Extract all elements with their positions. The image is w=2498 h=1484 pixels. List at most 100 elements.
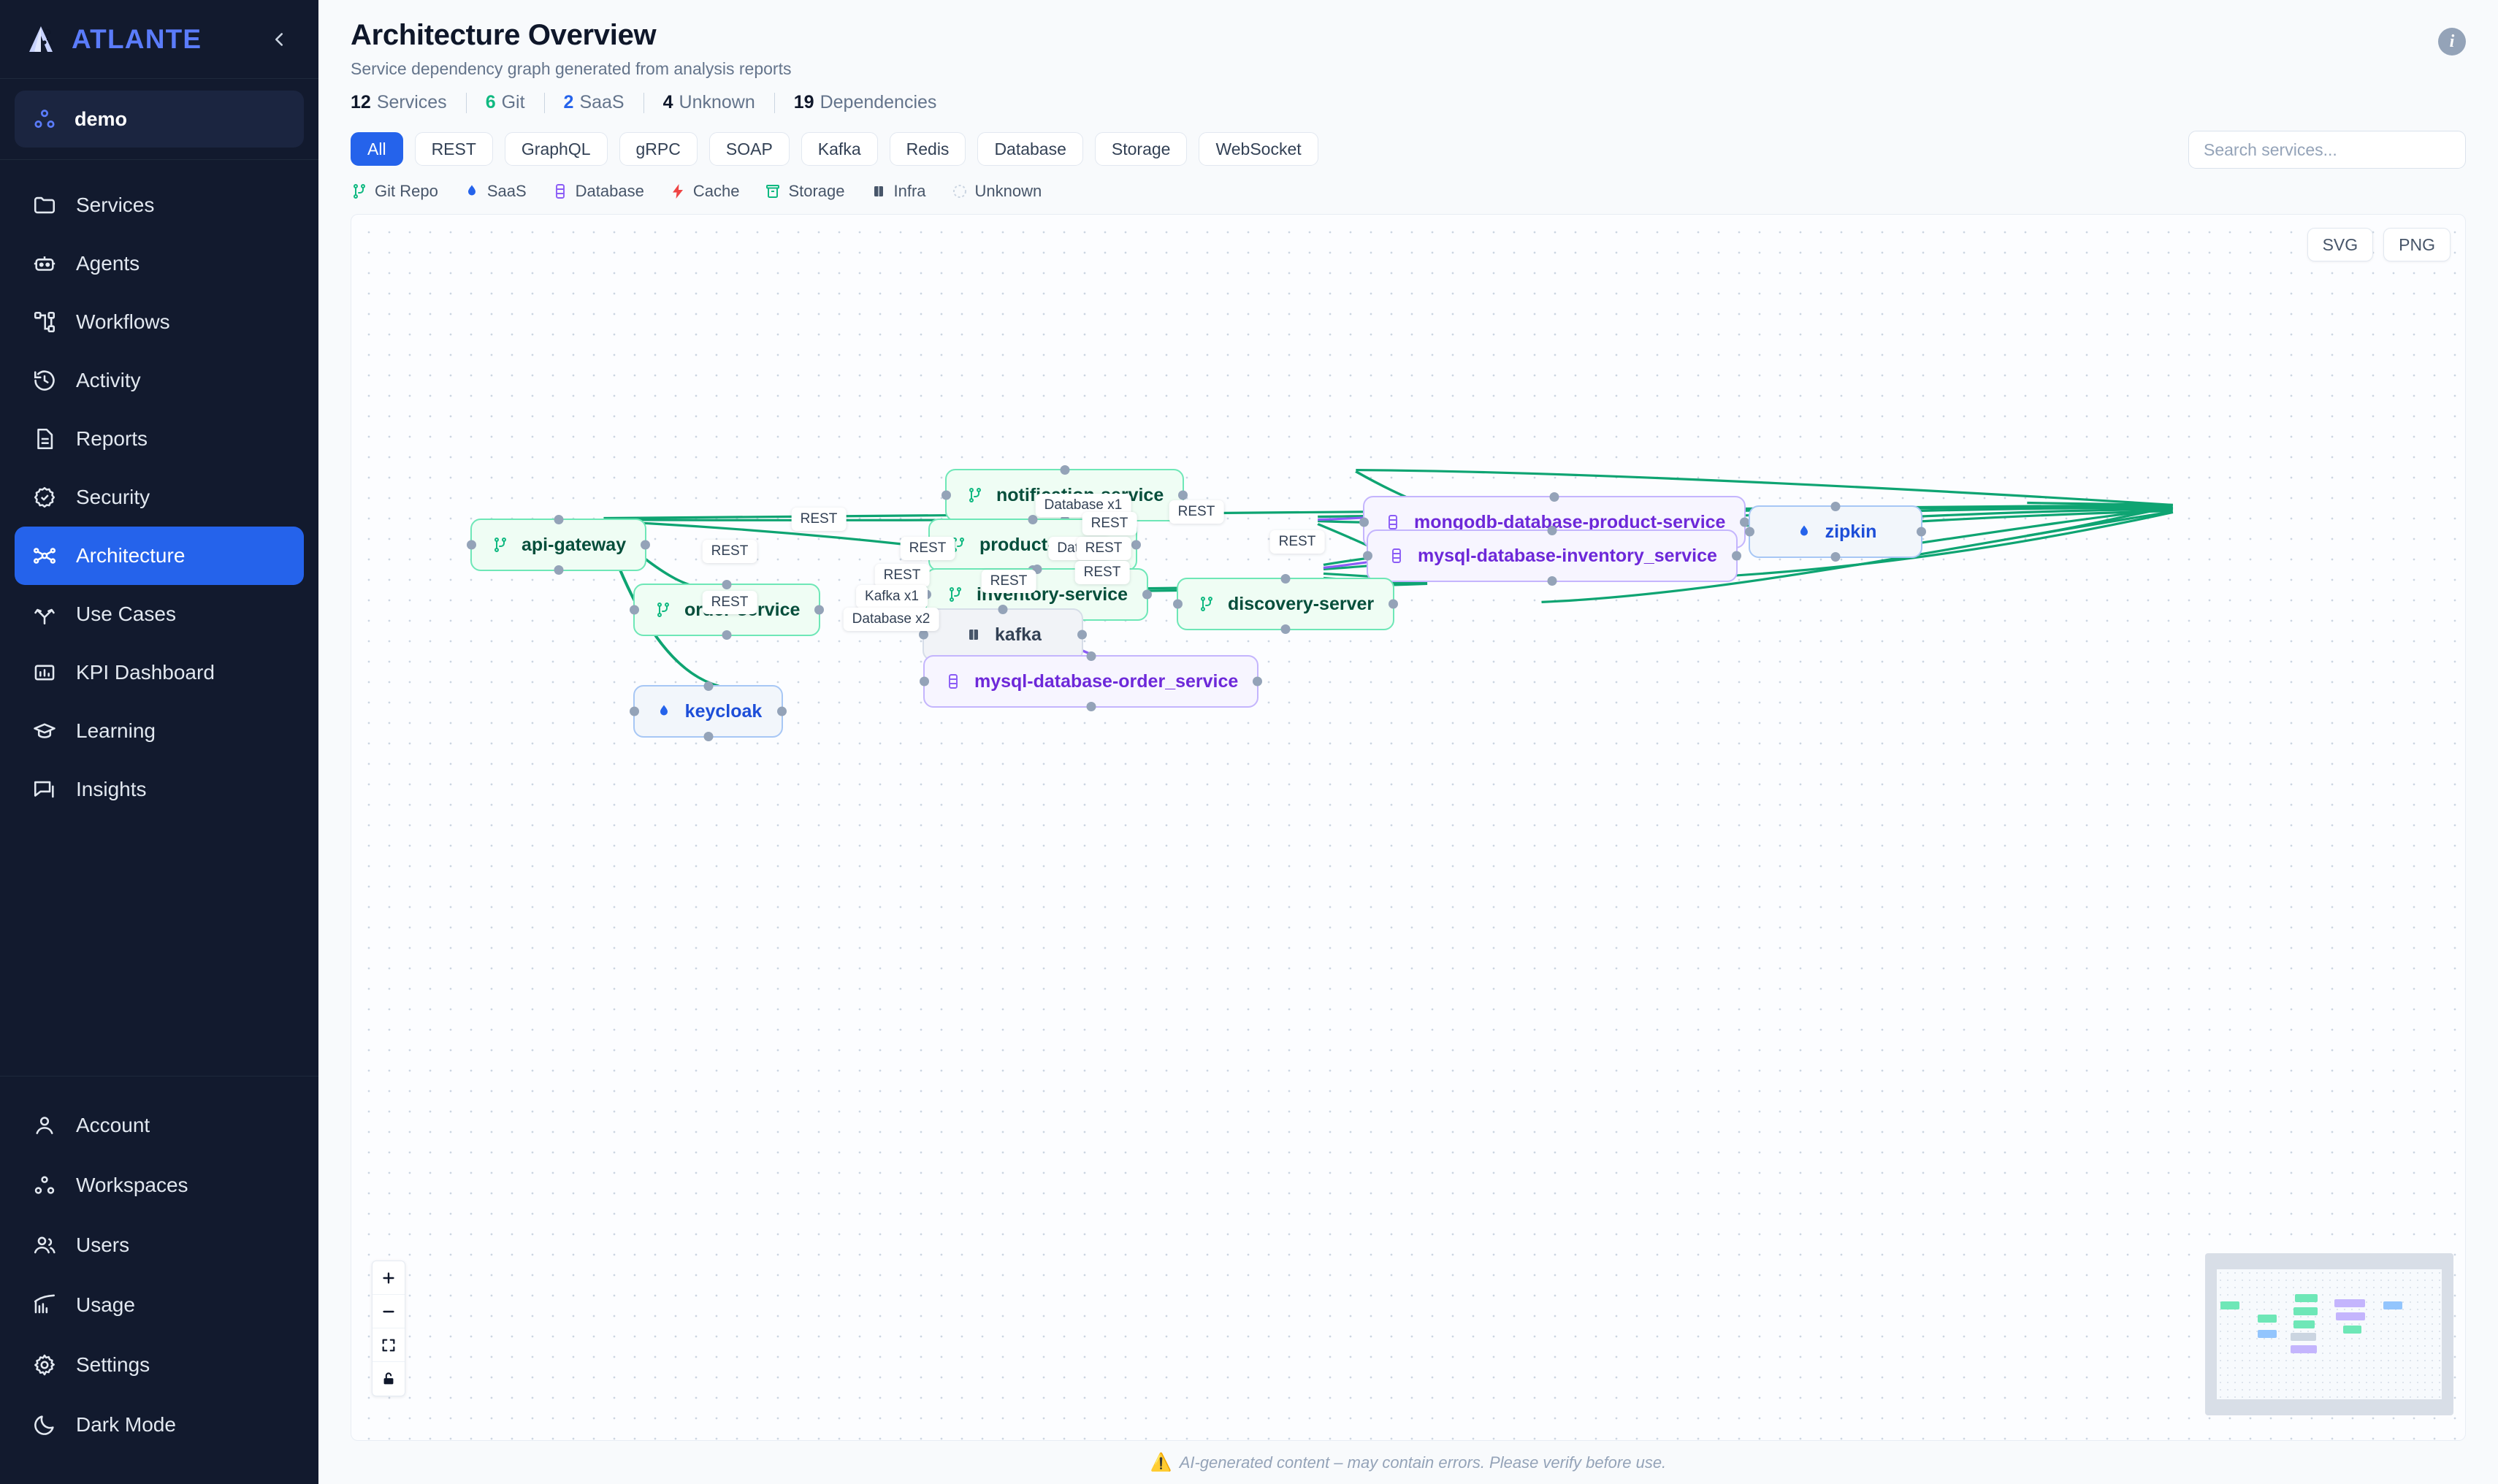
workspace-current[interactable]: demo	[15, 91, 304, 148]
lock-toggle-button[interactable]	[373, 1362, 405, 1396]
search-input[interactable]	[2188, 131, 2466, 169]
port-right[interactable]	[1740, 517, 1750, 527]
stats-bar: 12 Services 6 Git 2 SaaS 4 Unknown 19	[351, 92, 2466, 113]
port-left[interactable]	[467, 540, 476, 550]
filter-chip-database[interactable]: Database	[977, 132, 1083, 166]
port-right[interactable]	[1142, 589, 1153, 600]
port-top[interactable]	[554, 515, 564, 524]
sidebar-item-architecture[interactable]: Architecture	[15, 527, 304, 585]
sidebar-item-insights[interactable]: Insights	[15, 760, 304, 819]
zoom-in-button[interactable]	[373, 1261, 405, 1295]
filter-chip-grpc[interactable]: gRPC	[619, 132, 698, 166]
filter-chip-websocket[interactable]: WebSocket	[1199, 132, 1318, 166]
edge-label: REST	[1074, 561, 1130, 584]
filter-row: All REST GraphQL gRPC SOAP Kafka Redis D…	[351, 131, 2466, 169]
port-top[interactable]	[1028, 515, 1038, 524]
port-right[interactable]	[1731, 551, 1741, 561]
graph-minimap[interactable]	[2205, 1253, 2453, 1415]
graph-node-zipkin[interactable]: zipkin	[1745, 502, 1926, 562]
port-bottom[interactable]	[1086, 702, 1096, 711]
warning-icon: ⚠️	[1150, 1453, 1172, 1472]
port-bottom[interactable]	[1547, 576, 1557, 586]
sidebar-item-kpi-dashboard[interactable]: KPI Dashboard	[15, 643, 304, 702]
port-left[interactable]	[1173, 599, 1183, 609]
port-right[interactable]	[1077, 630, 1087, 640]
port-right[interactable]	[1389, 599, 1399, 609]
sidebar-item-users[interactable]: Users	[15, 1215, 304, 1275]
port-top[interactable]	[1549, 492, 1559, 502]
workspace-switcher[interactable]: demo	[0, 79, 318, 160]
zoom-out-button[interactable]	[373, 1295, 405, 1328]
graph-node-kafka[interactable]: kafka	[919, 605, 1087, 665]
database-icon	[1387, 546, 1406, 565]
port-top[interactable]	[703, 681, 713, 691]
port-top[interactable]	[722, 580, 732, 589]
sidebar-item-label: Use Cases	[76, 603, 176, 625]
filter-chip-redis[interactable]: Redis	[889, 132, 966, 166]
sidebar-item-activity[interactable]: Activity	[15, 351, 304, 410]
sidebar-item-workflows[interactable]: Workflows	[15, 293, 304, 351]
page-title: Architecture Overview	[351, 19, 657, 51]
port-right[interactable]	[1178, 490, 1188, 500]
port-top[interactable]	[1280, 574, 1291, 584]
graph-node-mysql-database-order-service[interactable]: mysql-database-order_service	[920, 651, 1263, 711]
port-right[interactable]	[777, 706, 787, 716]
sidebar-item-reports[interactable]: Reports	[15, 410, 304, 468]
port-left[interactable]	[1359, 517, 1369, 527]
sidebar-item-security[interactable]: Security	[15, 468, 304, 527]
sidebar-item-agents[interactable]: Agents	[15, 234, 304, 293]
port-top[interactable]	[1086, 651, 1096, 661]
port-bottom[interactable]	[1280, 624, 1291, 634]
graph-node-api-gateway[interactable]: api-gateway	[467, 515, 651, 575]
sidebar-item-services[interactable]: Services	[15, 176, 304, 234]
stat-value: 12	[351, 92, 371, 112]
filter-chip-storage[interactable]: Storage	[1094, 132, 1188, 166]
chevron-left-icon[interactable]	[264, 25, 294, 54]
info-icon[interactable]: i	[2438, 28, 2466, 56]
filter-chip-all[interactable]: All	[351, 132, 403, 166]
port-left[interactable]	[941, 490, 951, 500]
fit-view-button[interactable]	[373, 1328, 405, 1362]
port-left[interactable]	[1745, 527, 1754, 537]
port-top[interactable]	[998, 605, 1008, 614]
sidebar-item-settings[interactable]: Settings	[15, 1335, 304, 1395]
port-bottom[interactable]	[703, 732, 713, 741]
filter-chip-rest[interactable]: REST	[414, 132, 493, 166]
port-left[interactable]	[920, 676, 929, 686]
port-bottom[interactable]	[554, 565, 564, 575]
graph-node-keycloak[interactable]: keycloak	[630, 681, 787, 741]
port-right[interactable]	[1917, 527, 1926, 537]
port-right[interactable]	[814, 605, 825, 615]
sidebar-item-account[interactable]: Account	[15, 1095, 304, 1155]
port-bottom[interactable]	[722, 630, 732, 640]
sidebar-item-learning[interactable]: Learning	[15, 702, 304, 760]
filter-chip-kafka[interactable]: Kafka	[801, 132, 878, 166]
port-top[interactable]	[1547, 526, 1557, 535]
workflow-icon	[31, 308, 58, 336]
port-left[interactable]	[919, 630, 928, 640]
port-left[interactable]	[1363, 551, 1372, 561]
export-svg-button[interactable]: SVG	[2307, 228, 2374, 261]
stat-divider	[543, 92, 545, 113]
architecture-graph-canvas[interactable]: SVG PNG	[351, 214, 2466, 1441]
sidebar-item-workspaces[interactable]: Workspaces	[15, 1155, 304, 1215]
port-top[interactable]	[1830, 502, 1841, 511]
sidebar-item-label: Architecture	[76, 544, 186, 567]
port-top[interactable]	[1060, 465, 1070, 475]
sidebar-item-usage[interactable]: Usage	[15, 1275, 304, 1335]
export-png-button[interactable]: PNG	[2383, 228, 2451, 261]
sidebar-item-dark-mode[interactable]: Dark Mode	[15, 1395, 304, 1455]
sidebar-item-use-cases[interactable]: Use Cases	[15, 585, 304, 643]
port-right[interactable]	[1131, 540, 1141, 550]
filter-chip-soap[interactable]: SOAP	[708, 132, 790, 166]
legend-label: Git Repo	[375, 182, 438, 200]
sidebar-item-label: Usage	[76, 1293, 135, 1316]
port-left[interactable]	[630, 706, 639, 716]
port-right[interactable]	[1253, 676, 1263, 686]
graph-node-mysql-database-inventory-service[interactable]: mysql-database-inventory_service	[1363, 526, 1741, 586]
port-bottom[interactable]	[1830, 552, 1841, 562]
port-right[interactable]	[641, 540, 651, 550]
port-left[interactable]	[630, 605, 639, 615]
filter-chip-graphql[interactable]: GraphQL	[504, 132, 608, 166]
graph-node-discovery-server[interactable]: discovery-server	[1173, 574, 1399, 634]
